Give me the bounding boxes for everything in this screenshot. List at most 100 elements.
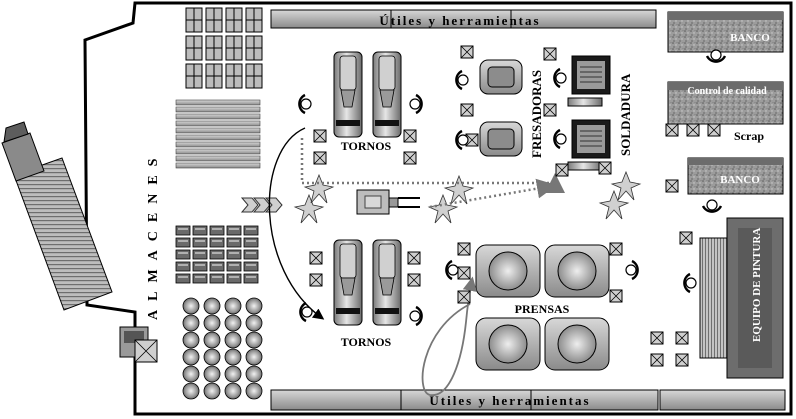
- shelf-slat: [175, 106, 261, 113]
- worker-icon: [298, 93, 313, 115]
- flow-path-tornos: [268, 127, 325, 320]
- pallet: [226, 237, 242, 248]
- pallet: [175, 237, 191, 248]
- worker-icon: [408, 305, 423, 327]
- crate-icon: [309, 251, 323, 265]
- tools-bar-bottom: Útiles y herramientas: [270, 389, 786, 411]
- crate-icon: [543, 103, 557, 117]
- crate-icon: [313, 151, 327, 165]
- crate-icon: [609, 242, 623, 256]
- press-icon: [475, 244, 610, 371]
- crate-icon: [460, 103, 474, 117]
- crate-icon: [598, 161, 612, 175]
- barrel: [203, 348, 221, 366]
- worker-icon: [553, 67, 568, 89]
- crate-icon: [407, 273, 421, 287]
- barrel: [245, 382, 263, 400]
- intersection-markers: [294, 171, 641, 224]
- lathe-group-top: [333, 51, 402, 138]
- pallet: [175, 261, 191, 272]
- crate-icon: [457, 242, 471, 256]
- crate-icon: [675, 353, 689, 367]
- truck-icon: [1, 121, 113, 311]
- control-calidad-label: Control de calidad: [687, 86, 767, 97]
- crate-icon: [555, 163, 569, 177]
- rack-box: [225, 35, 243, 61]
- barrel: [224, 297, 242, 315]
- crate-icon: [309, 273, 323, 287]
- pallet: [243, 261, 259, 272]
- milling-machine-icon: [479, 59, 523, 157]
- barrel: [182, 365, 200, 383]
- rack-box: [185, 7, 203, 33]
- rack-box: [205, 35, 223, 61]
- pallet: [175, 249, 191, 260]
- pallet: [243, 273, 259, 284]
- flow-path-dotted-lower: [429, 178, 557, 209]
- barrel: [245, 314, 263, 332]
- rack-box: [205, 7, 223, 33]
- pallet: [226, 261, 242, 272]
- soldadura-label: SOLDADURA: [618, 73, 633, 156]
- scrap-label: Scrap: [734, 129, 764, 143]
- lathe-icon: [372, 51, 402, 138]
- crate-icon: [313, 129, 327, 143]
- worker-icon: [553, 128, 568, 150]
- banco-label-mid: BANCO: [720, 174, 760, 186]
- pallet: [209, 261, 225, 272]
- barrel: [224, 348, 242, 366]
- forklift-icon: [356, 189, 420, 215]
- tools-bar-top: Útiles y herramientas: [270, 9, 657, 29]
- barrel: [224, 365, 242, 383]
- rack-box: [225, 63, 243, 89]
- crate-icon: [707, 123, 721, 137]
- pallet: [226, 273, 242, 284]
- rack-box: [245, 35, 263, 61]
- pallet: [192, 237, 208, 248]
- shelf-slat: [175, 148, 261, 155]
- barrel: [224, 331, 242, 349]
- shelf-slat: [175, 99, 261, 106]
- pallet: [226, 249, 242, 260]
- rack-box: [185, 63, 203, 89]
- barrel: [182, 382, 200, 400]
- crate-icon: [457, 266, 471, 280]
- pallet: [209, 273, 225, 284]
- crate-icon: [679, 231, 693, 245]
- barrel: [182, 331, 200, 349]
- worker-icon: [701, 198, 723, 213]
- pallet: [192, 273, 208, 284]
- tornos-label-top: TORNOS: [341, 139, 392, 153]
- rack-box: [245, 63, 263, 89]
- fresadoras-label: FRESADORAS: [529, 70, 544, 158]
- crate-icon: [403, 151, 417, 165]
- tools-label-top: Útiles y herramientas: [379, 13, 540, 28]
- barrel: [203, 314, 221, 332]
- rack-box: [205, 63, 223, 89]
- barrel: [224, 314, 242, 332]
- tools-label-bottom: Útiles y herramientas: [429, 393, 590, 408]
- floor-outline: [83, 1, 793, 416]
- worker-icon: [683, 272, 698, 294]
- crate-icon: [650, 353, 664, 367]
- pallet: [175, 225, 191, 236]
- pallet: [209, 225, 225, 236]
- barrel: [203, 331, 221, 349]
- barrel: [203, 297, 221, 315]
- barrel: [224, 382, 242, 400]
- pallet: [226, 225, 242, 236]
- barrel: [203, 382, 221, 400]
- rack-box: [225, 7, 243, 33]
- crate-icon: [460, 45, 474, 59]
- pallet: [192, 261, 208, 272]
- shelf-slat: [175, 113, 261, 120]
- bench-top: BANCO: [667, 11, 784, 53]
- shelf-slat: [175, 141, 261, 148]
- pallet: [175, 273, 191, 284]
- storage-area: [175, 7, 263, 400]
- prensas-label: PRENSAS: [515, 302, 570, 316]
- bench-mid: BANCO: [687, 157, 784, 195]
- barrel: [182, 314, 200, 332]
- shelf-slat: [175, 155, 261, 162]
